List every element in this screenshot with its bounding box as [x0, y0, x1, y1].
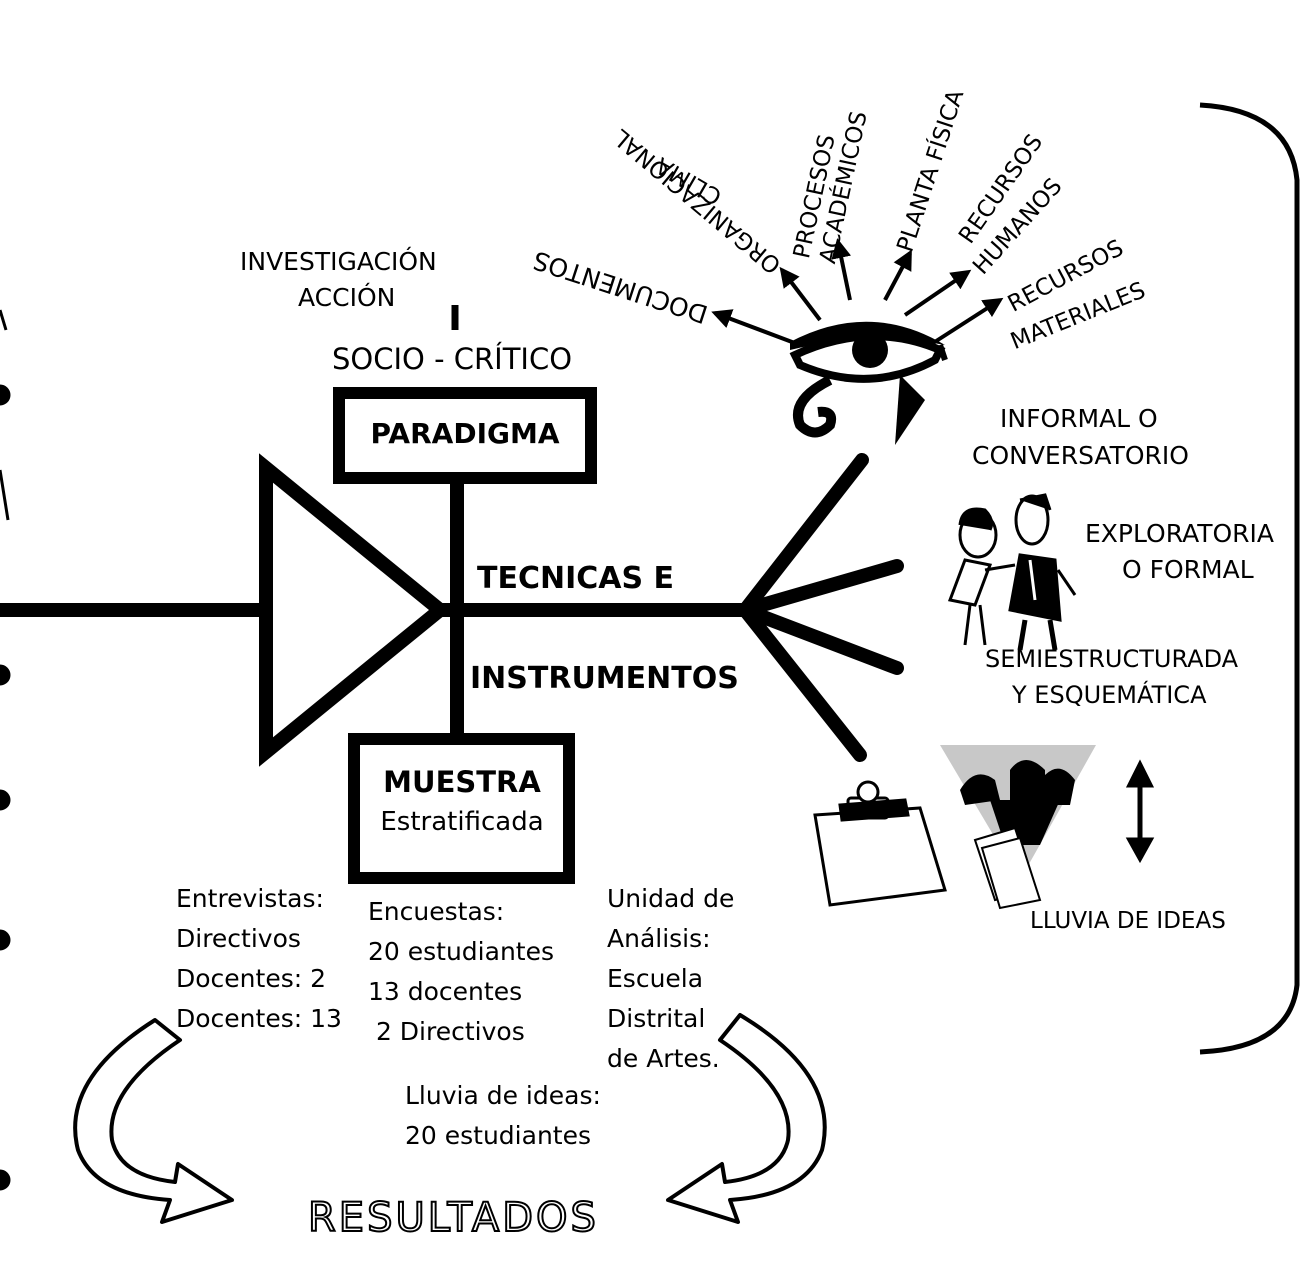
- approach-line2: ACCIÓN: [298, 283, 396, 312]
- interview-semi-line1: SEMIESTRUCTURADA: [985, 645, 1239, 673]
- note-line: Entrevistas:: [176, 884, 324, 913]
- interview-informal-line2: CONVERSATORIO: [972, 441, 1189, 470]
- paradigm-box-label: PARADIGMA: [370, 417, 560, 450]
- interview-semi-line2: Y ESQUEMÁTICA: [1012, 681, 1207, 709]
- note-line: Docentes: 13: [176, 1004, 342, 1033]
- note-line: 2 Directivos: [368, 1017, 525, 1046]
- note-line: 13 docentes: [368, 977, 523, 1006]
- brainstorm-label: LLUVIA DE IDEAS: [1030, 908, 1226, 934]
- paradigm-box: [333, 387, 597, 484]
- note-line: Directivos: [176, 924, 301, 953]
- eye-icon: [789, 321, 948, 445]
- note-line: Análisis:: [607, 924, 711, 953]
- right-bracket: [1199, 102, 1300, 1055]
- two-people-icon: [947, 493, 1077, 651]
- note-line: Distrital: [607, 1004, 706, 1033]
- sample-box: [348, 733, 575, 884]
- interview-exploratory-line1: EXPLORATORIA: [1085, 519, 1275, 548]
- note-line: de Artes.: [607, 1044, 720, 1073]
- interview-exploratory-line2: O FORMAL: [1122, 555, 1254, 584]
- note-line: Lluvia de ideas:: [405, 1081, 601, 1110]
- clipboard-icon: [813, 780, 947, 907]
- observation-ray-arrows: [711, 238, 1004, 347]
- interview-informal-line1: INFORMAL O: [1000, 404, 1158, 433]
- note-line: 20 estudiantes: [405, 1121, 591, 1150]
- double-arrow-icon: [1125, 759, 1155, 864]
- left-edge-fragments: [0, 309, 11, 1191]
- note-line: Docentes: 2: [176, 964, 326, 993]
- spine-triangle: [259, 453, 452, 767]
- note-line: 20 estudiantes: [368, 937, 554, 966]
- spine-label-bottom: INSTRUMENTOS: [470, 661, 739, 696]
- paradigm-caption: SOCIO - CRÍTICO: [332, 342, 573, 376]
- note-line: Unidad de: [607, 884, 735, 913]
- technique-branches: [738, 453, 904, 762]
- curved-arrow-icon: [73, 1013, 827, 1224]
- group-meeting-icon: [940, 745, 1096, 910]
- note-line: Encuestas:: [368, 897, 505, 926]
- spine-label-top: TECNICAS E: [477, 561, 675, 596]
- sample-title: MUESTRA: [383, 765, 541, 799]
- results-title: RESULTADOS: [307, 1194, 599, 1242]
- approach-line1: INVESTIGACIÓN: [240, 247, 437, 276]
- sample-subtitle: Estratificada: [380, 807, 544, 837]
- note-line: Escuela: [607, 964, 704, 993]
